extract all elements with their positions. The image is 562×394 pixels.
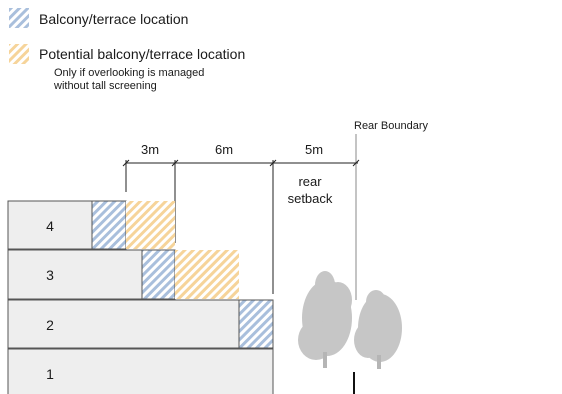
rear-boundary: Rear Boundary [353,120,428,394]
floor-1-label: 1 [46,366,54,382]
floor-4-label: 4 [46,218,54,234]
potential-legend-label: Potential balcony/terrace location [39,46,245,62]
balcony-legend-swatch [9,8,29,28]
floor-3-label: 3 [46,267,54,283]
legend-note-line-2: without tall screening [53,80,157,92]
floor-3-potential-balcony [175,250,239,299]
balcony-legend-label: Balcony/terrace location [39,11,188,27]
dimension-3m: 3m [141,142,159,157]
floor-1 [7,348,274,394]
dimension-6m: 6m [215,142,233,157]
rear-setback-label-line-1: rear [298,174,322,189]
building: 4 3 2 1 [7,200,274,394]
floor-4-potential-balcony [126,201,175,249]
floor-2-balcony [238,299,274,349]
floor-2-label: 2 [46,317,54,333]
floor-4-balcony [91,200,127,250]
potential-legend-swatch [9,44,29,64]
tree-icon [298,271,402,369]
floor-3-balcony [141,249,176,300]
floor-2 [7,299,240,349]
legend: Balcony/terrace location Potential balco… [9,8,245,92]
rear-boundary-label: Rear Boundary [354,120,428,132]
floor-3 [7,249,143,300]
legend-note-line-1: Only if overlooking is managed [54,67,204,79]
rear-setback-label-line-2: setback [288,191,333,206]
dimension-5m: 5m [305,142,323,157]
